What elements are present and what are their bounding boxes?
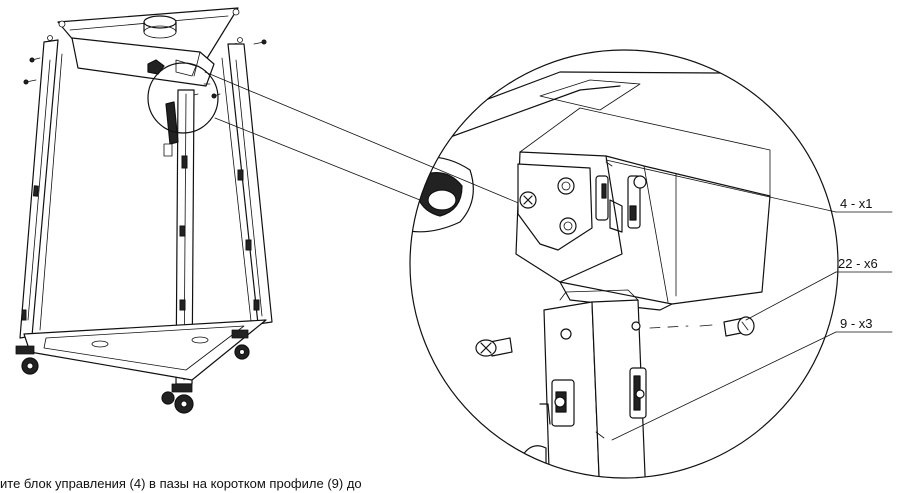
magnifier-circle [409,49,839,479]
instruction-caption: ите блок управления (4) в пазы на коротк… [0,476,362,491]
detail-magnified-view [410,71,838,478]
callout-label-9: 9 - x3 [840,316,873,331]
callout-9: 9 - x3 [611,316,893,441]
detail-marker-circle [147,62,219,134]
callout-label-22: 22 - x6 [838,256,878,271]
callout-label-4: 4 - x1 [840,196,873,211]
screw-left [475,337,513,357]
callout-22: 22 - x6 [745,256,893,321]
callout-4: 4 - x1 [605,159,893,213]
frame-overview [15,7,273,414]
screw-right [723,316,755,337]
